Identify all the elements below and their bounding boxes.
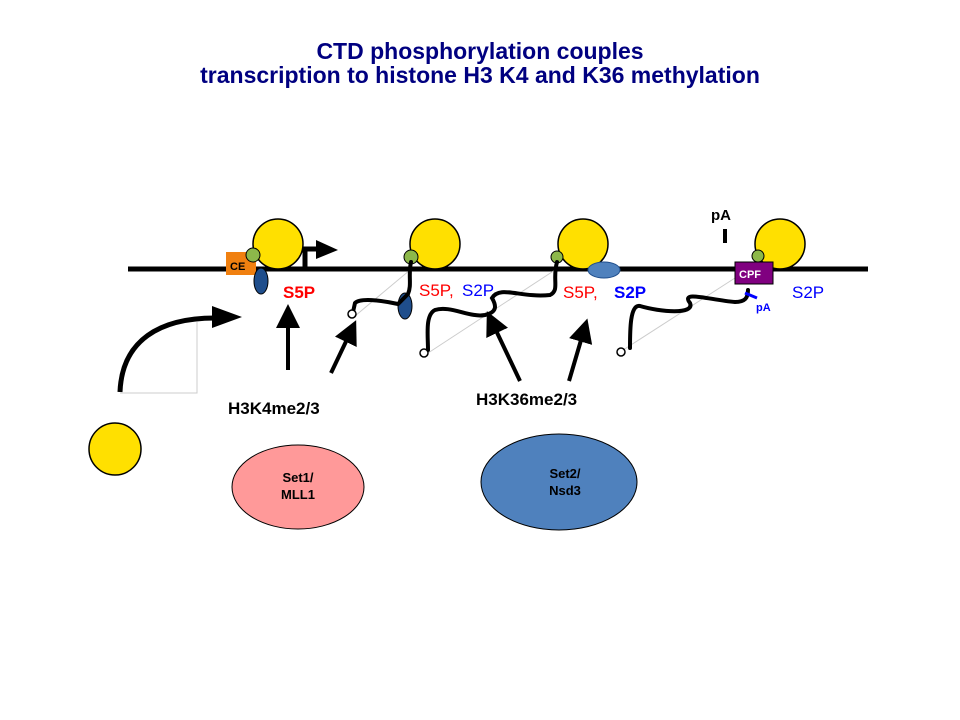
rna-5prime-cap-2 [419, 348, 429, 358]
rna-5prime-cap-1 [347, 309, 357, 319]
pa-small-label: pA [756, 302, 771, 314]
set2-label-line1: Set2/ [549, 466, 580, 481]
h3k4-label: H3K4me2/3 [228, 399, 320, 418]
pa-site-label: pA [711, 207, 731, 224]
pa-cleavage-mark [744, 291, 758, 300]
curved-arrow-head-icon [212, 306, 242, 328]
arrow-h3k36-1 [486, 311, 522, 382]
rna-transcripts [351, 260, 750, 352]
rna-5prime-cap-3 [616, 347, 626, 357]
tss-arrow-icon [302, 240, 338, 267]
rna-transcript-2 [425, 260, 559, 352]
phospho-marker-1 [245, 247, 261, 263]
cpf-box [734, 261, 774, 285]
diagram-title-line1: CTD phosphorylation couples [316, 38, 644, 64]
set1-label-line2: MLL1 [281, 487, 315, 502]
s2p-label-3: S2P [614, 283, 646, 302]
phospho-marker-4 [751, 249, 765, 263]
pol2-1 [253, 267, 269, 295]
set1-mll1-enzyme [231, 444, 365, 530]
nucleosome-1 [252, 218, 304, 270]
s5p-label-2: S5P, [419, 281, 454, 300]
s5p-label-3: S5P, [563, 283, 598, 302]
free-nucleosome [88, 422, 142, 476]
rna-transcript-3 [628, 288, 750, 350]
diagram-title-line2: transcription to histone H3 K4 and K36 m… [200, 62, 760, 88]
curved-arrow [117, 315, 216, 393]
s2p-label-4: S2P [792, 283, 824, 302]
h3k36-label: H3K36me2/3 [476, 390, 577, 409]
rna-transcript-1 [351, 260, 413, 314]
set1-label-line1: Set1/ [282, 470, 313, 485]
cpf-label: CPF [739, 269, 761, 281]
nucleosome-4 [754, 218, 806, 270]
s2p-factor-oval [587, 261, 621, 279]
nucleosome-3 [557, 218, 609, 270]
arrow-h3k36-2 [567, 318, 593, 382]
s5p-label-1: S5P [283, 283, 315, 302]
nucleosome-2 [409, 218, 461, 270]
s2p-label-2: S2P [462, 281, 494, 300]
ce-label: CE [230, 261, 245, 273]
set2-nsd3-enzyme [480, 433, 638, 531]
arrow-h3k4-2 [329, 320, 357, 374]
set2-label-line2: Nsd3 [549, 483, 581, 498]
